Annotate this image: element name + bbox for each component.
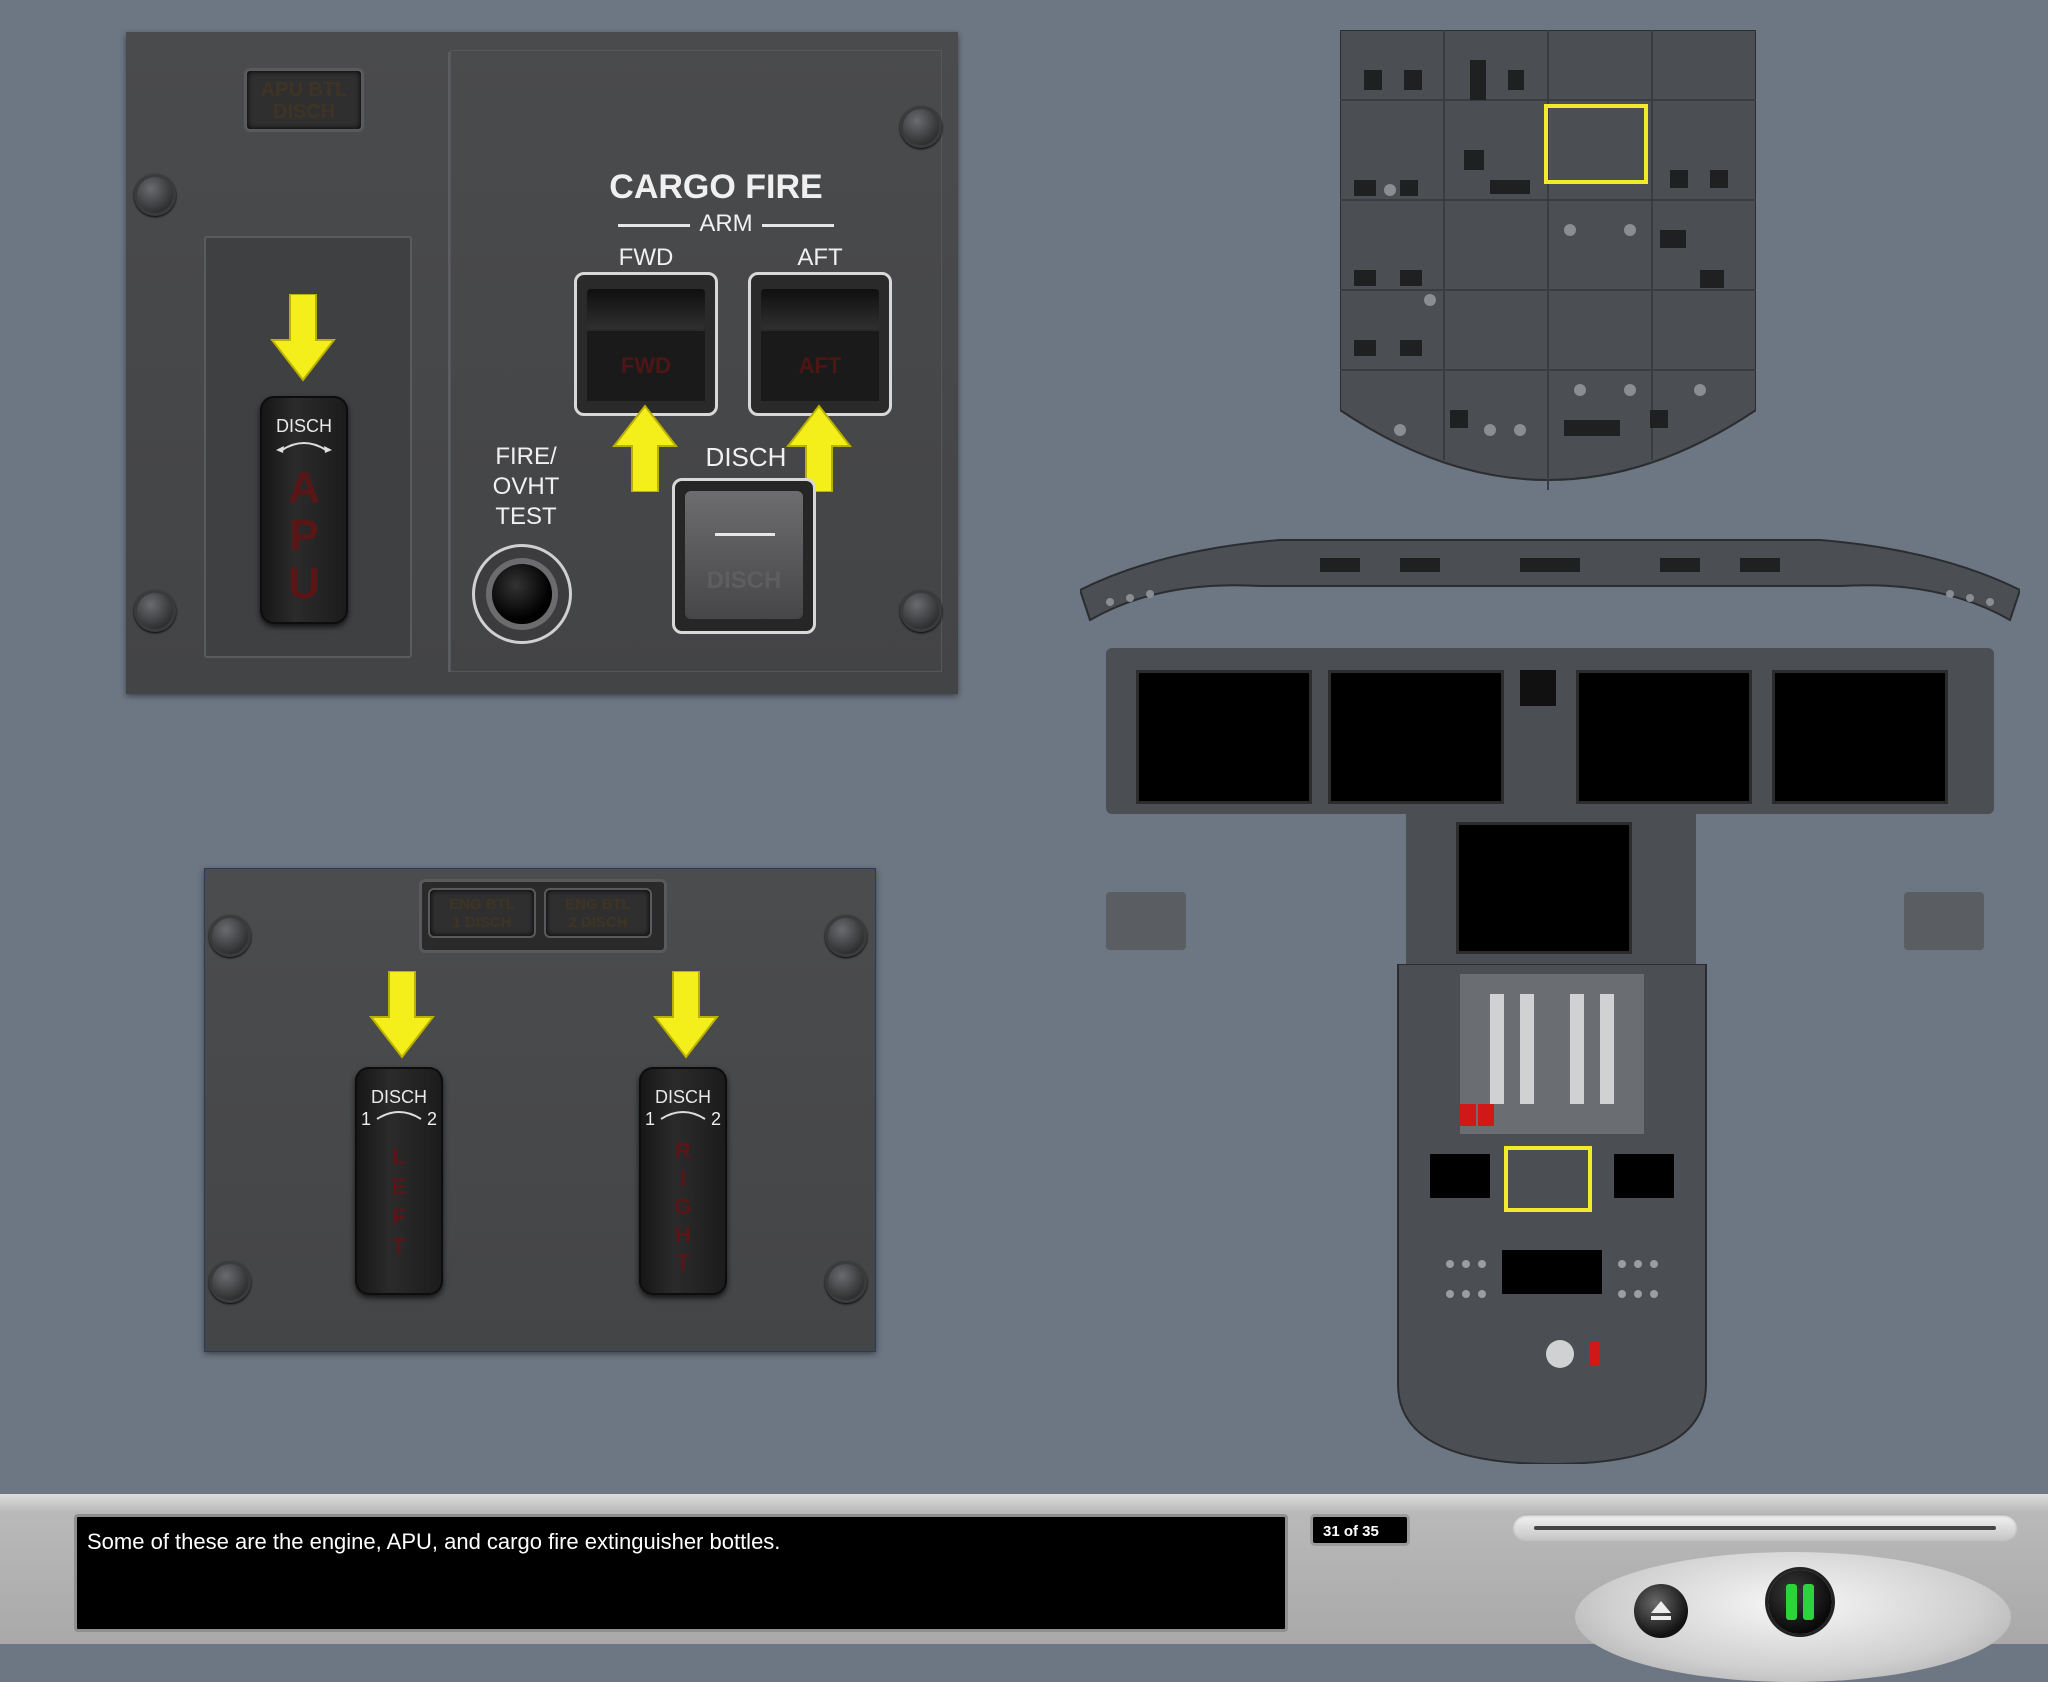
progress-slider[interactable] bbox=[1512, 1514, 2018, 1542]
page-counter: 31 of 35 bbox=[1310, 1514, 1410, 1546]
panel-inner-border bbox=[450, 50, 942, 672]
left-side-panel[interactable] bbox=[1106, 892, 1186, 950]
aft-label: AFT bbox=[797, 244, 843, 271]
eject-button[interactable] bbox=[1634, 1584, 1688, 1638]
apu-cargo-fire-panel: APU BTL DISCH DISCH A P U CARGO FIRE ARM… bbox=[126, 32, 958, 694]
screw bbox=[825, 1261, 867, 1303]
arm-label: ARM bbox=[699, 210, 753, 237]
pause-button[interactable] bbox=[1768, 1570, 1832, 1634]
eject-icon bbox=[1651, 1601, 1671, 1620]
overhead-panel-diagram[interactable] bbox=[1340, 30, 1756, 498]
left-handle-letter: L bbox=[392, 1144, 406, 1169]
right-handle-letter: G bbox=[674, 1194, 692, 1219]
fwd-switch-legend: FWD bbox=[587, 331, 705, 401]
left-handle-letter: E bbox=[391, 1174, 407, 1199]
cargo-aft-arm-switch[interactable]: AFT bbox=[748, 272, 892, 416]
apu-handle-letter: A bbox=[288, 463, 320, 512]
overhead-highlight-box bbox=[1544, 104, 1648, 184]
test-button-cap bbox=[492, 564, 552, 624]
fire-ovht-test-label: FIRE/ OVHT TEST bbox=[492, 443, 560, 530]
position-2-label: 2 bbox=[426, 1109, 437, 1129]
engine-fire-panel: ENG BTL 1 DISCH ENG BTL 2 DISCH DISCH 1 … bbox=[204, 868, 876, 1352]
yellow-arrow-up-icon bbox=[786, 404, 852, 492]
main-instrument-panel[interactable] bbox=[1106, 648, 1994, 814]
screw bbox=[209, 1261, 251, 1303]
pause-icon bbox=[1786, 1584, 1814, 1620]
engine-bottle-1-light: ENG BTL 1 DISCH bbox=[428, 888, 536, 938]
right-handle-letter: R bbox=[675, 1138, 691, 1163]
screw bbox=[134, 590, 176, 632]
control-stand-diagram[interactable] bbox=[1390, 964, 1714, 1464]
yellow-arrow-down-icon bbox=[270, 294, 336, 382]
lower-display-unit bbox=[1456, 822, 1632, 954]
display-unit-right-inboard bbox=[1576, 670, 1752, 804]
fire-ovht-test-button[interactable] bbox=[472, 544, 572, 644]
display-unit-right-outboard bbox=[1772, 670, 1948, 804]
cargo-fwd-arm-switch[interactable]: FWD bbox=[574, 272, 718, 416]
disch-switch-legend: DISCH bbox=[706, 567, 782, 594]
right-handle-letter: T bbox=[676, 1250, 690, 1275]
screw bbox=[900, 590, 942, 632]
apu-handle-letter: P bbox=[289, 511, 319, 560]
panel-divider bbox=[448, 52, 450, 672]
yellow-arrow-down-icon bbox=[369, 971, 435, 1059]
engine-bottle-2-light: ENG BTL 2 DISCH bbox=[544, 888, 652, 938]
arm-rule-left bbox=[618, 224, 690, 227]
guard-line bbox=[715, 533, 775, 536]
pedestal-highlight-box bbox=[1504, 1146, 1592, 1212]
left-handle-disch-label: DISCH bbox=[370, 1087, 427, 1107]
lower-center-panel[interactable] bbox=[1406, 814, 1696, 964]
display-unit-left-outboard bbox=[1136, 670, 1312, 804]
apu-handle-letter: U bbox=[288, 559, 320, 608]
screw bbox=[825, 915, 867, 957]
rotate-arrow-icon bbox=[376, 1111, 422, 1120]
switch-cap bbox=[761, 289, 879, 329]
yellow-arrow-up-icon bbox=[612, 404, 678, 492]
right-handle-disch-label: DISCH bbox=[654, 1087, 711, 1107]
position-1-label: 1 bbox=[645, 1109, 656, 1129]
fwd-label: FWD bbox=[618, 244, 674, 271]
display-unit-left-inboard bbox=[1328, 670, 1504, 804]
left-handle-letter: T bbox=[392, 1234, 406, 1259]
left-engine-fire-handle[interactable]: DISCH 1 2 L E F T bbox=[355, 1067, 443, 1295]
position-2-label: 2 bbox=[710, 1109, 721, 1129]
screw bbox=[134, 174, 176, 216]
yellow-arrow-down-icon bbox=[653, 971, 719, 1059]
right-handle-letter: I bbox=[679, 1166, 687, 1191]
narration-caption: Some of these are the engine, APU, and c… bbox=[74, 1514, 1288, 1632]
right-handle-letter: H bbox=[675, 1222, 691, 1247]
switch-guard-cover bbox=[685, 491, 803, 619]
cockpit-overview bbox=[1080, 30, 2020, 1470]
apu-bottle-discharge-light: APU BTL DISCH bbox=[244, 68, 364, 132]
arm-rule-right bbox=[762, 224, 834, 227]
right-engine-fire-handle[interactable]: DISCH 1 2 R I G H T bbox=[639, 1067, 727, 1295]
left-handle-letter: F bbox=[392, 1204, 406, 1229]
screw bbox=[900, 106, 942, 148]
cargo-disch-label: DISCH bbox=[705, 442, 787, 472]
cargo-fire-title: CARGO FIRE bbox=[609, 168, 823, 206]
glareshield-diagram[interactable] bbox=[1080, 510, 2020, 630]
screw bbox=[209, 915, 251, 957]
apu-fire-handle[interactable]: DISCH A P U bbox=[260, 396, 348, 624]
standby-instrument bbox=[1520, 670, 1556, 706]
engine-bottle-lights: ENG BTL 1 DISCH ENG BTL 2 DISCH bbox=[419, 879, 667, 953]
switch-cap bbox=[587, 289, 705, 329]
rotate-arrow-icon bbox=[660, 1111, 706, 1120]
rotate-arrow-icon bbox=[276, 442, 332, 453]
apu-handle-disch-label: DISCH bbox=[275, 416, 332, 436]
right-side-panel[interactable] bbox=[1904, 892, 1984, 950]
aft-switch-legend: AFT bbox=[761, 331, 879, 401]
cargo-discharge-guarded-switch[interactable]: DISCH bbox=[672, 478, 816, 634]
position-1-label: 1 bbox=[361, 1109, 372, 1129]
progress-track bbox=[1534, 1526, 1996, 1530]
